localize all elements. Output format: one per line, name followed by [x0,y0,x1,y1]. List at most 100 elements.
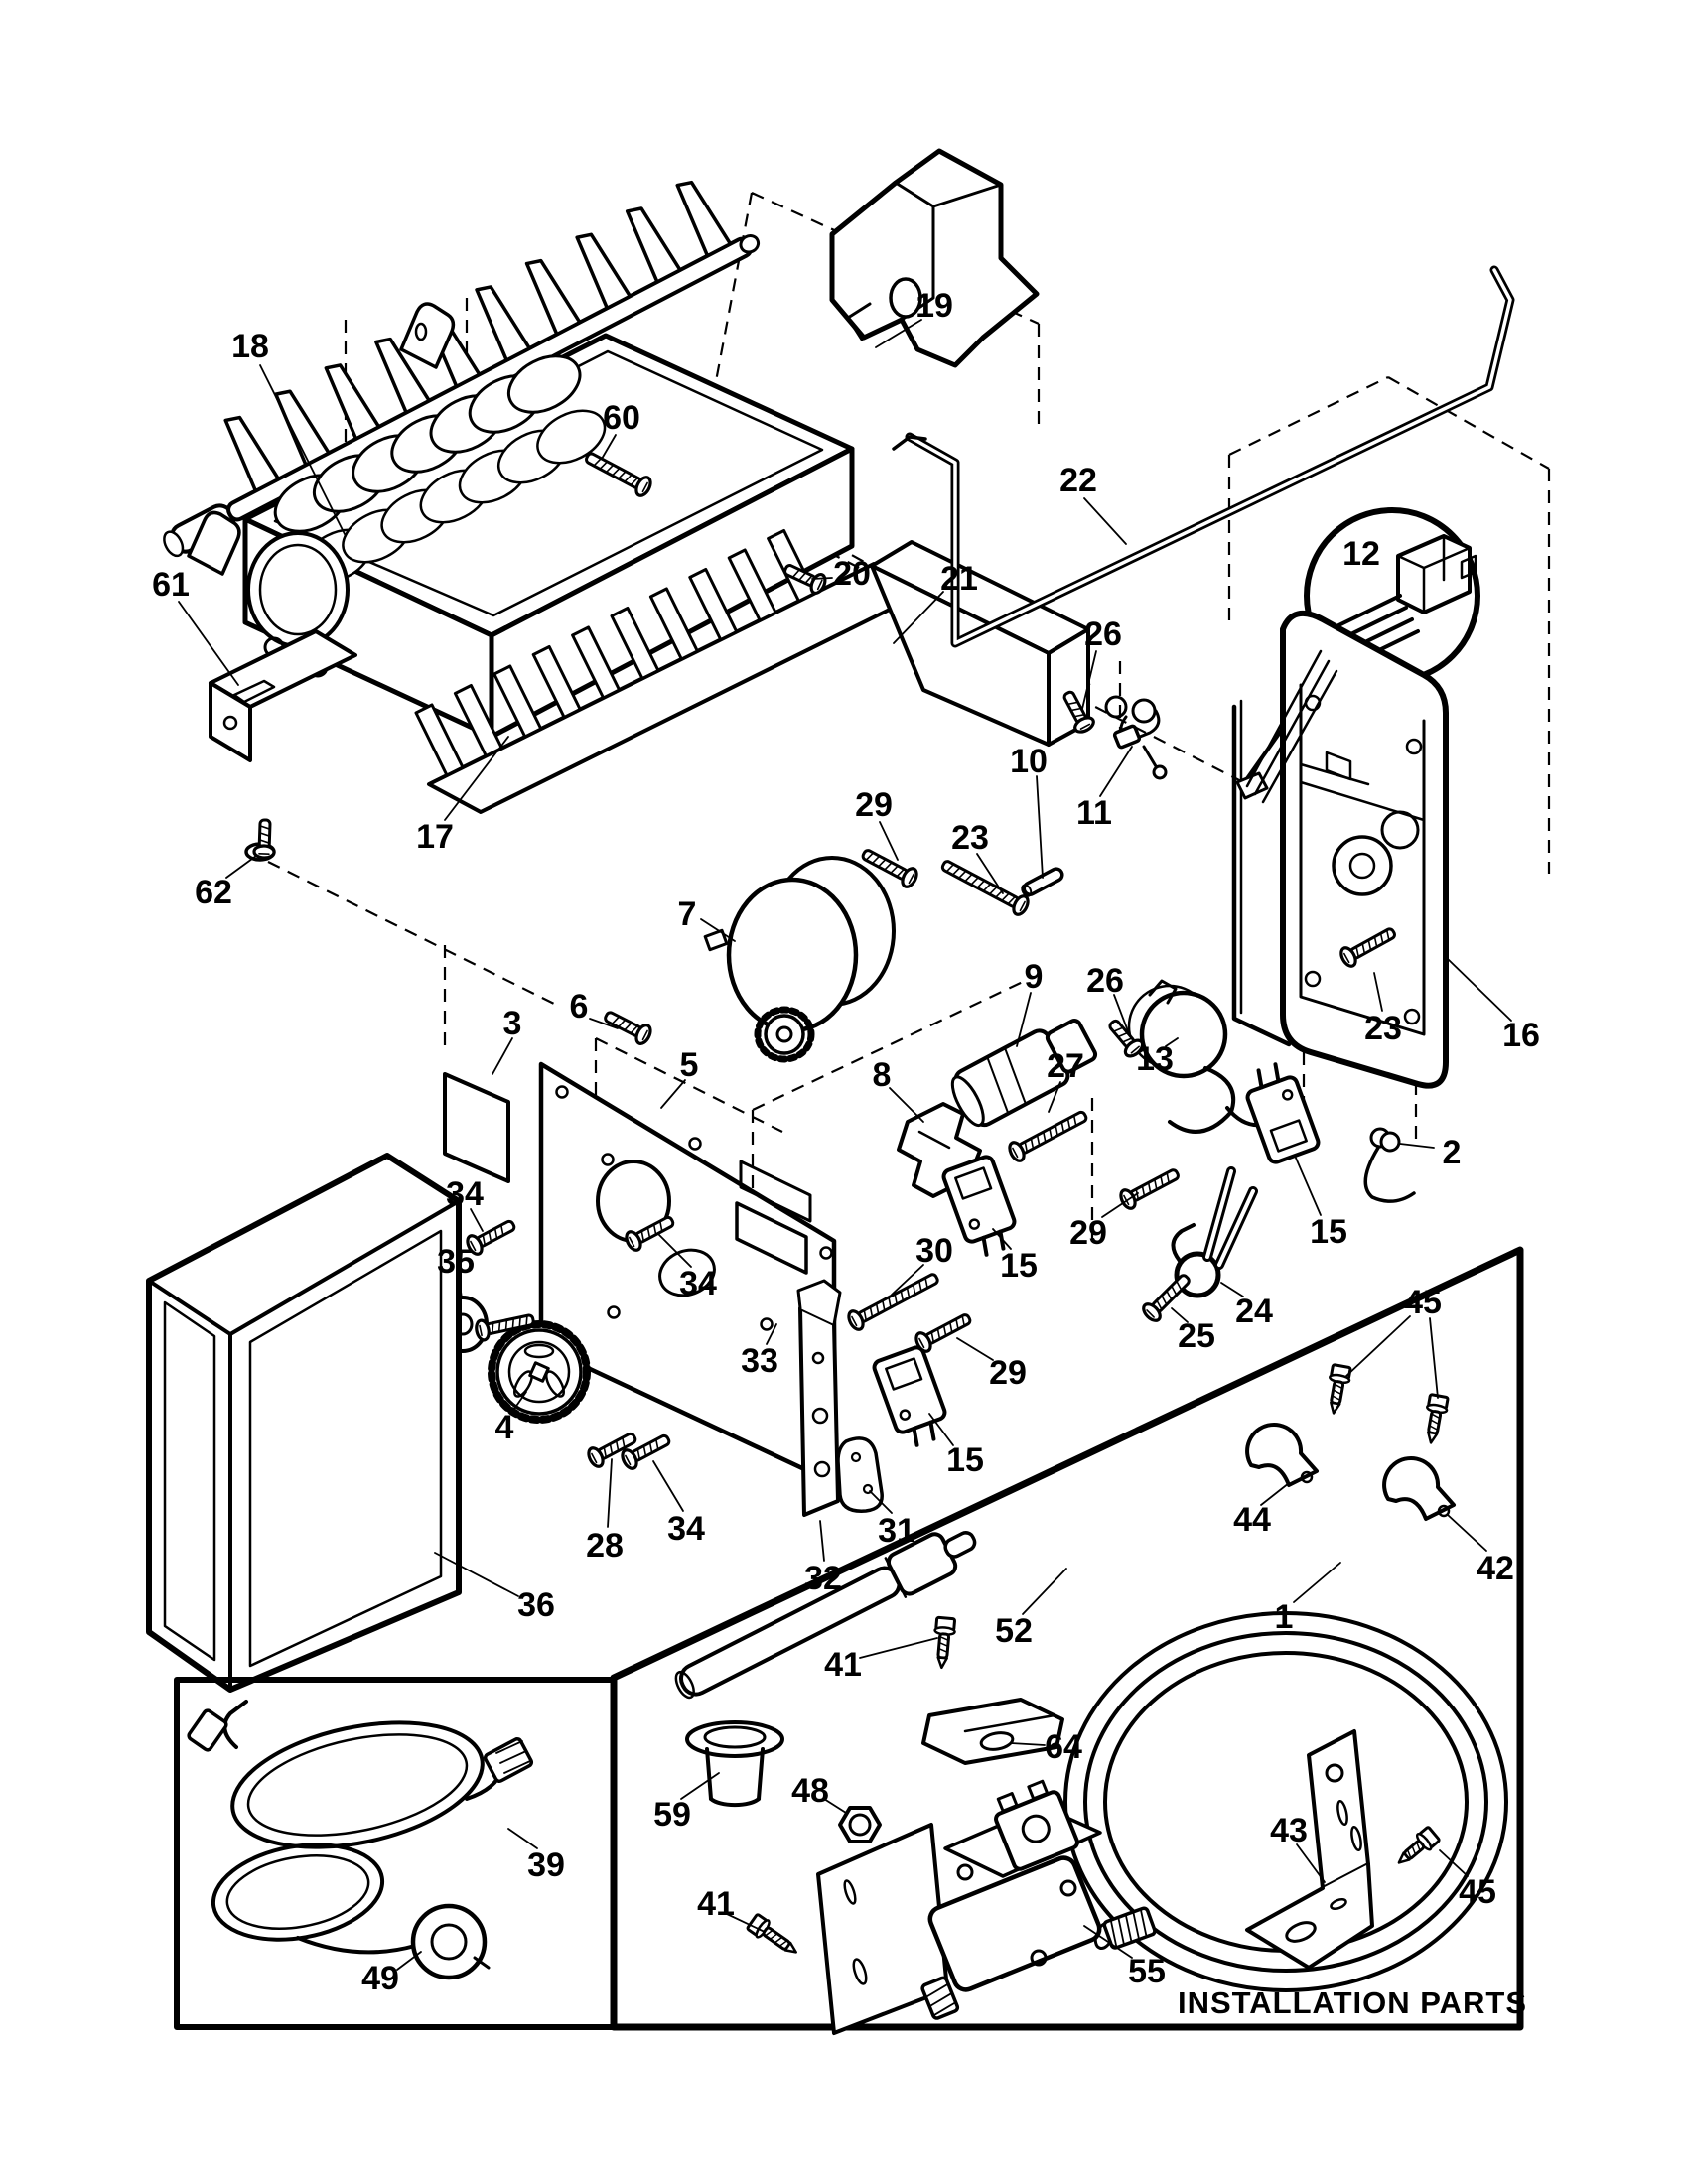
installation-parts-title: INSTALLATION PARTS [1178,1985,1527,2020]
leader-line-15a [992,1228,1012,1250]
label-sticker-3 [443,1072,510,1183]
leader-line-31 [869,1490,893,1514]
pin-10 [1021,867,1064,897]
installation-parts-box [610,1246,1524,2031]
water-tube-52 [674,1531,977,1700]
lag-screw-icon [1426,1393,1450,1444]
part-label-5: 5 [680,1046,699,1084]
switch-plate-32 [796,1279,842,1517]
stripper-plate-21 [414,529,1090,814]
part-label-45b: 45 [1459,1873,1496,1911]
leader-line-33 [766,1323,777,1345]
screw-icon [475,1313,535,1342]
gasket-31 [836,1436,884,1513]
part-label-20: 20 [833,555,871,593]
compression-nut-48 [838,1806,882,1843]
mounting-bracket-43 [1245,1729,1374,1970]
leader-line-7 [700,918,736,942]
leader-line-23b [1373,972,1383,1012]
switch-15-center [939,1153,1025,1262]
leader-line-8 [889,1087,924,1123]
leader-line-15c [1294,1155,1322,1216]
screw-icon [621,1433,671,1470]
screw-icon [252,818,276,860]
part-label-41a: 41 [824,1646,862,1684]
part-label-23b: 23 [1364,1010,1402,1047]
signal-arm-22 [892,265,1515,648]
part-label-49: 49 [361,1960,399,1997]
part-label-26b: 26 [1086,962,1124,1000]
part-label-34c: 34 [667,1510,705,1548]
part-label-36: 36 [517,1586,555,1624]
tube-clamp-42 [1382,1455,1456,1521]
part-label-9: 9 [1025,958,1044,996]
part-label-29c: 29 [989,1354,1027,1392]
leader-line-32 [819,1520,825,1562]
leader-line-2 [1399,1143,1435,1149]
part-label-15c: 15 [1310,1213,1347,1251]
leader-line-16 [1447,958,1512,1022]
part-label-7: 7 [678,895,697,933]
wire-clip-11 [1104,695,1168,780]
leader-line-29b [1101,1192,1139,1218]
part-label-11: 11 [1076,794,1112,832]
leader-line-24 [1220,1282,1244,1297]
part-label-29b: 29 [1069,1214,1107,1252]
part-label-16: 16 [1502,1017,1540,1054]
part-label-32: 32 [804,1560,842,1597]
part-label-44: 44 [1233,1501,1271,1539]
part-label-25: 25 [1178,1317,1215,1355]
leader-line-41a [859,1637,938,1659]
part-label-22: 22 [1059,462,1097,499]
screw-icon [1062,690,1095,734]
part-label-43: 43 [1270,1812,1308,1849]
leader-line-45b [1439,1849,1469,1877]
leader-line-34a [470,1208,484,1232]
water-valve-55 [816,1779,1157,2035]
leader-line-29c [956,1337,994,1361]
leader-line-60 [601,434,617,460]
part-label-15b: 15 [946,1441,984,1479]
screw-icon [1142,1274,1191,1322]
screw-icon [940,860,1030,916]
part-label-29a: 29 [855,786,893,824]
leader-line-36 [434,1552,519,1597]
motor-7 [703,856,896,1063]
screw-icon [1108,1019,1145,1058]
leader-line-35 [458,1276,463,1299]
part-label-60: 60 [603,399,640,437]
leader-line-45a [1345,1315,1411,1377]
control-housing-16 [1231,610,1449,1089]
leader-line-20 [811,577,833,580]
part-label-64: 64 [1045,1728,1082,1766]
leader-line-52 [1022,1568,1067,1615]
part-label-13: 13 [1136,1040,1174,1078]
wire-spring-2 [1363,1127,1416,1203]
part-label-34a: 34 [446,1175,484,1213]
part-label-62: 62 [195,874,232,911]
lag-screw-icon [933,1615,956,1670]
tube-clamp-44 [1245,1422,1319,1487]
leader-line-49 [396,1951,422,1971]
part-label-4: 4 [495,1409,514,1446]
screw-icon [587,1432,637,1468]
leader-line-43 [1296,1843,1326,1883]
leader-line-59 [680,1772,720,1800]
shutoff-bracket-61 [209,629,357,762]
part-label-61: 61 [152,566,190,604]
part-label-8: 8 [873,1056,892,1094]
drive-gear-4 [488,1320,591,1424]
part-label-31: 31 [878,1512,915,1550]
leader-line-62 [225,855,257,879]
switch-15-lower [870,1343,955,1452]
part-label-48: 48 [791,1772,829,1810]
leader-line-26a [1081,650,1097,710]
part-label-39: 39 [527,1846,565,1884]
leader-line-22 [1083,497,1127,545]
valve-bracket-64 [921,1698,1064,1765]
icemaker-cover-36 [146,1153,462,1693]
shield-cover-19 [829,148,1040,368]
leader-line-17 [444,736,509,821]
